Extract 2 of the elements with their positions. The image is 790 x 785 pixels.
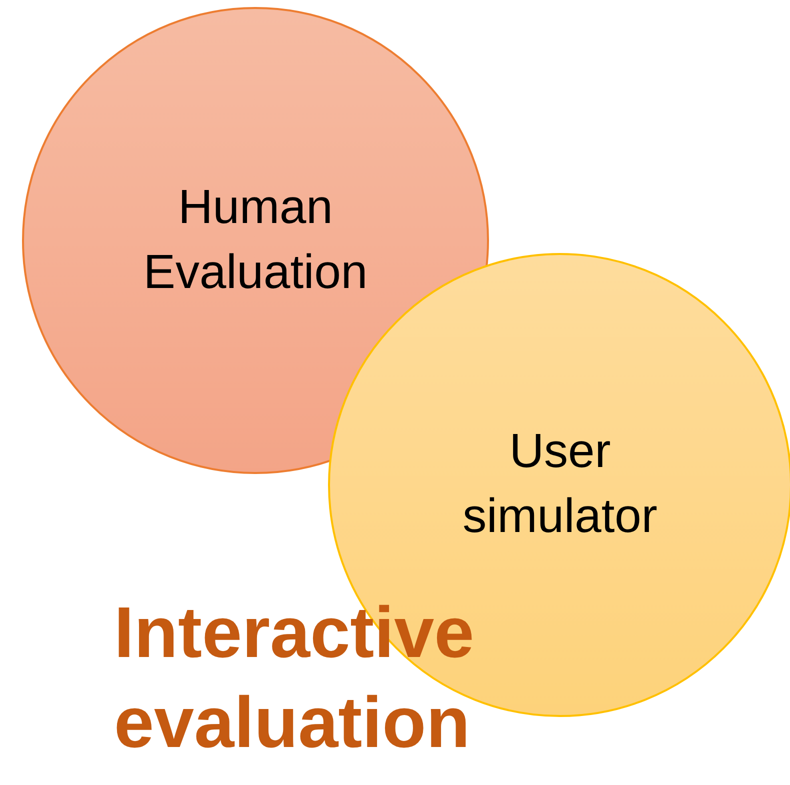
node-label: Human Evaluation: [142, 180, 369, 300]
node-label: User simulator: [462, 424, 658, 545]
